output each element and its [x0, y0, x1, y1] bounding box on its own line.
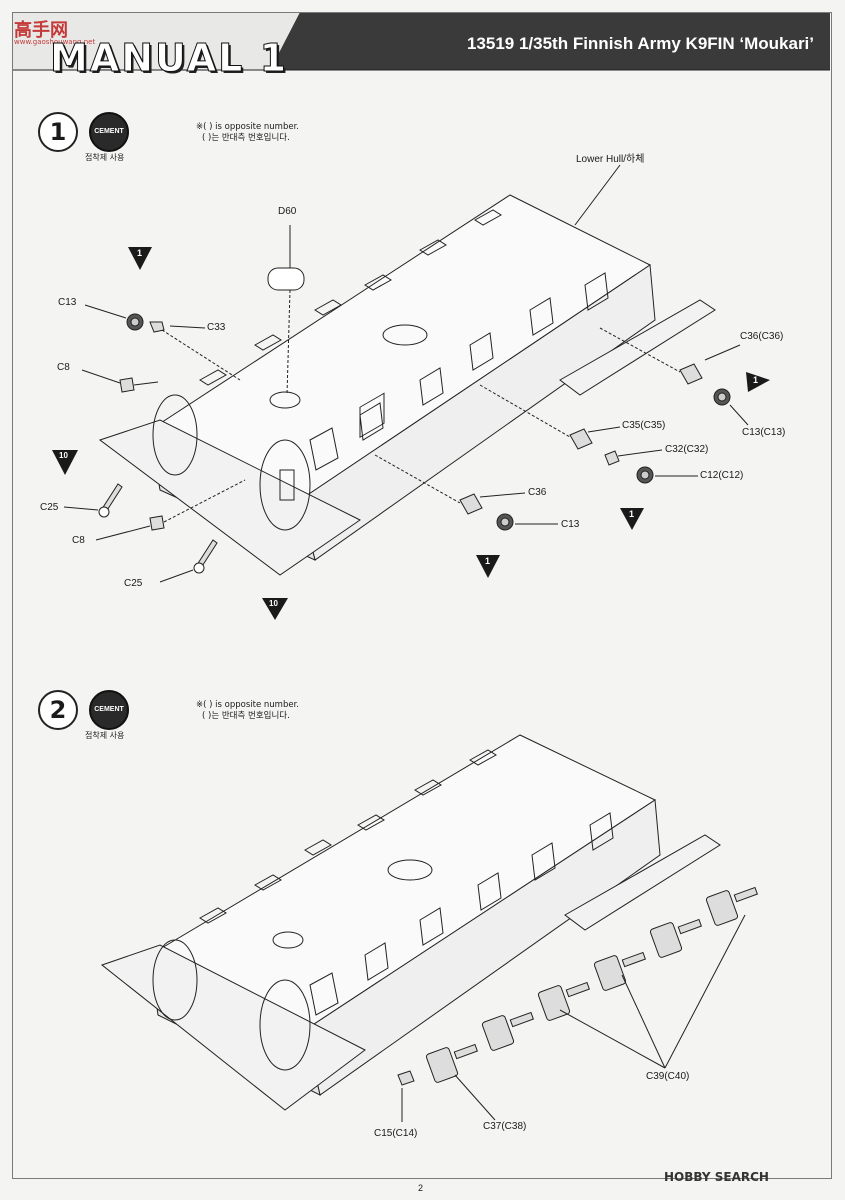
step1-hull: [98, 194, 716, 576]
opposite-note-en: ※( ) is opposite number.: [196, 700, 299, 710]
cement-icon: CEMENT: [89, 690, 129, 730]
cement-label: CEMENT: [94, 706, 124, 713]
opposite-note-ko: ( )는 반대측 번호입니다.: [202, 133, 290, 143]
opposite-note-ko: ( )는 반대측 번호입니다.: [202, 711, 290, 721]
ref-marker-1-a: 1: [137, 248, 143, 258]
cement-icon: CEMENT: [89, 112, 129, 152]
label-c13-c13: C13(C13): [742, 427, 786, 438]
step2-hull: [100, 734, 721, 1111]
header: 高手网 www.gaoshouwang.net MANUAL 1 13519 1…: [12, 12, 830, 81]
title-band-light: [12, 12, 300, 70]
title-band-dark: [12, 12, 830, 70]
page-number: 2: [418, 1183, 424, 1193]
ref-marker-10-a: 10: [59, 451, 68, 460]
step-1-number: 1: [38, 112, 78, 152]
step2-parts: [397, 886, 759, 1122]
label-c32-c32: C32(C32): [665, 444, 709, 455]
label-c13-left: C13: [58, 297, 77, 308]
watermark-url: www.gaoshouwang.net: [14, 38, 96, 46]
label-lower-hull: Lower Hull/하체: [576, 154, 645, 165]
step1-ref-markers: [52, 247, 770, 620]
ref-marker-1-d: 1: [485, 556, 491, 566]
product-title: 13519 1/35th Finnish Army K9FIN ‘Moukari…: [466, 34, 814, 53]
label-c25-bottom: C25: [124, 578, 143, 589]
manual-title: MANUAL 1: [49, 36, 289, 81]
watermark-logo: 高手网: [14, 20, 68, 41]
ref-marker-1-b: 1: [753, 375, 759, 385]
step-2-number: 2: [38, 690, 78, 730]
label-c12-c12: C12(C12): [700, 470, 744, 481]
label-c37-c38: C37(C38): [483, 1121, 527, 1132]
label-c35-c35: C35(C35): [622, 420, 666, 431]
opposite-note-en: ※( ) is opposite number.: [196, 122, 299, 132]
label-c8-bottom: C8: [72, 535, 85, 546]
label-c39-c40: C39(C40): [646, 1071, 690, 1082]
ref-marker-1-c: 1: [629, 509, 635, 519]
label-c25-top: C25: [40, 502, 59, 513]
label-d60: D60: [278, 206, 297, 217]
label-c13-bottom: C13: [561, 519, 580, 530]
page-frame: [12, 12, 832, 1179]
step1-parts: [63, 164, 749, 583]
label-c15-c14: C15(C14): [374, 1128, 418, 1139]
label-c36: C36: [528, 487, 547, 498]
label-c36-c36: C36(C36): [740, 331, 784, 342]
cement-ko-label: 접착제 사용: [85, 731, 125, 740]
label-c33: C33: [207, 322, 226, 333]
cement-ko-label: 접착제 사용: [85, 153, 125, 162]
ref-marker-10-b: 10: [269, 599, 278, 608]
hobby-search-logo: HOBBY SEARCH: [664, 1170, 769, 1184]
label-c8-top: C8: [57, 362, 70, 373]
cement-label: CEMENT: [94, 128, 124, 135]
